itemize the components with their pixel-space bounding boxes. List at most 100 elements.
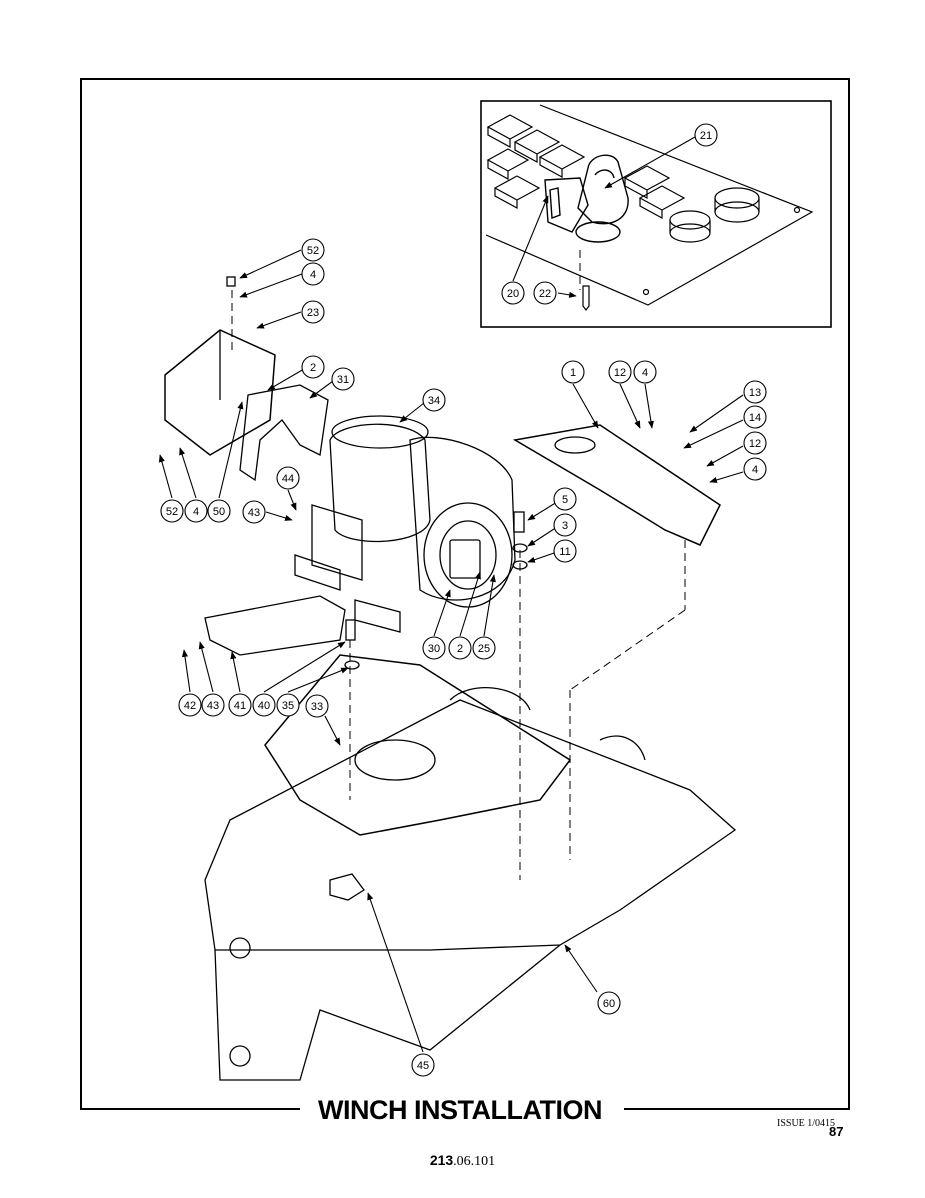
callout-circle xyxy=(743,380,767,404)
callout-circle xyxy=(252,693,276,717)
callout-circle xyxy=(743,431,767,455)
callout-leaders xyxy=(158,136,744,1053)
callout-circle xyxy=(242,500,266,524)
callout-number: 2 xyxy=(457,643,463,655)
callout-circle xyxy=(597,991,621,1015)
callout-number: 44 xyxy=(282,473,294,485)
control-panel-inset xyxy=(480,100,832,328)
callout-number: 2 xyxy=(310,362,316,374)
callout-circle xyxy=(207,499,231,523)
callout-43: 43 xyxy=(242,500,266,524)
document-number-rest: .06.101 xyxy=(453,1154,496,1169)
callout-circle xyxy=(301,238,325,262)
callout-60: 60 xyxy=(597,991,621,1015)
callout-circle xyxy=(561,360,585,384)
document-number: 213.06.101 xyxy=(0,1152,925,1170)
callout-44: 44 xyxy=(276,466,300,490)
callout-number: 20 xyxy=(507,288,519,300)
callout-circle xyxy=(276,466,300,490)
callout-number: 12 xyxy=(749,438,761,450)
callout-number: 11 xyxy=(559,546,570,558)
callout-circle xyxy=(694,123,718,147)
callout-circle xyxy=(533,281,557,305)
callout-50: 50 xyxy=(207,499,231,523)
callout-circle xyxy=(633,360,657,384)
callout-number: 42 xyxy=(184,700,196,712)
callout-circle xyxy=(228,693,252,717)
callout-3: 3 xyxy=(553,513,577,537)
callout-circle xyxy=(608,360,632,384)
callout-number: 14 xyxy=(749,412,761,424)
callout-4: 4 xyxy=(633,360,657,384)
callout-25: 25 xyxy=(472,636,496,660)
callout-22: 22 xyxy=(533,281,557,305)
callout-41: 41 xyxy=(228,693,252,717)
callout-40: 40 xyxy=(252,693,276,717)
callout-circle xyxy=(301,300,325,324)
callout-number: 40 xyxy=(258,700,270,712)
callout-20: 20 xyxy=(501,281,525,305)
callout-52: 52 xyxy=(301,238,325,262)
callout-number: 43 xyxy=(248,507,260,519)
callout-circle xyxy=(301,355,325,379)
callout-12: 12 xyxy=(743,431,767,455)
callout-circle xyxy=(743,457,767,481)
callout-23: 23 xyxy=(301,300,325,324)
callout-31: 31 xyxy=(331,367,355,391)
callout-4: 4 xyxy=(184,499,208,523)
callout-circle xyxy=(448,636,472,660)
callout-number: 5 xyxy=(562,494,568,506)
callout-circle xyxy=(201,693,225,717)
callout-5: 5 xyxy=(553,487,577,511)
callout-52: 52 xyxy=(160,499,184,523)
callout-circle xyxy=(178,693,202,717)
rotary-knobs xyxy=(669,187,760,243)
callout-33: 33 xyxy=(305,694,329,718)
callout-number: 23 xyxy=(307,307,319,319)
callout-number: 34 xyxy=(428,395,440,407)
callout-4: 4 xyxy=(743,457,767,481)
callout-circle xyxy=(553,487,577,511)
callout-12: 12 xyxy=(608,360,632,384)
callout-circle xyxy=(501,281,525,305)
callout-35: 35 xyxy=(276,693,300,717)
callout-21: 21 xyxy=(694,123,718,147)
callout-number: 1 xyxy=(570,367,576,379)
callout-43: 43 xyxy=(201,693,225,717)
callout-number: 12 xyxy=(614,367,626,379)
callout-number: 60 xyxy=(603,998,615,1010)
rocker-switches xyxy=(486,114,686,220)
callout-circle xyxy=(160,499,184,523)
callout-circle xyxy=(184,499,208,523)
callout-circle xyxy=(305,694,329,718)
callout-34: 34 xyxy=(422,388,446,412)
callout-number: 4 xyxy=(642,367,648,379)
callout-number: 52 xyxy=(166,506,178,518)
callout-1: 1 xyxy=(561,360,585,384)
callout-4: 4 xyxy=(301,262,325,286)
callout-number: 3 xyxy=(562,520,568,532)
callout-13: 13 xyxy=(743,380,767,404)
callout-number: 35 xyxy=(282,700,294,712)
callout-number: 4 xyxy=(752,464,758,476)
callout-circle xyxy=(411,1053,435,1077)
callout-number: 33 xyxy=(311,701,323,713)
callout-number: 41 xyxy=(234,700,246,712)
document-number-bold: 213 xyxy=(429,1152,454,1168)
callout-2: 2 xyxy=(301,355,325,379)
page-frame xyxy=(80,78,850,1110)
callout-number: 25 xyxy=(478,643,490,655)
callout-number: 52 xyxy=(307,245,319,257)
callout-number: 4 xyxy=(193,506,199,518)
callout-circle xyxy=(422,388,446,412)
callout-circle xyxy=(331,367,355,391)
callout-circle xyxy=(422,636,446,660)
callout-number: 21 xyxy=(700,130,712,142)
callout-circle xyxy=(472,636,496,660)
callout-2: 2 xyxy=(448,636,472,660)
callout-14: 14 xyxy=(743,405,767,429)
callout-circle xyxy=(743,405,767,429)
joystick xyxy=(544,154,629,243)
